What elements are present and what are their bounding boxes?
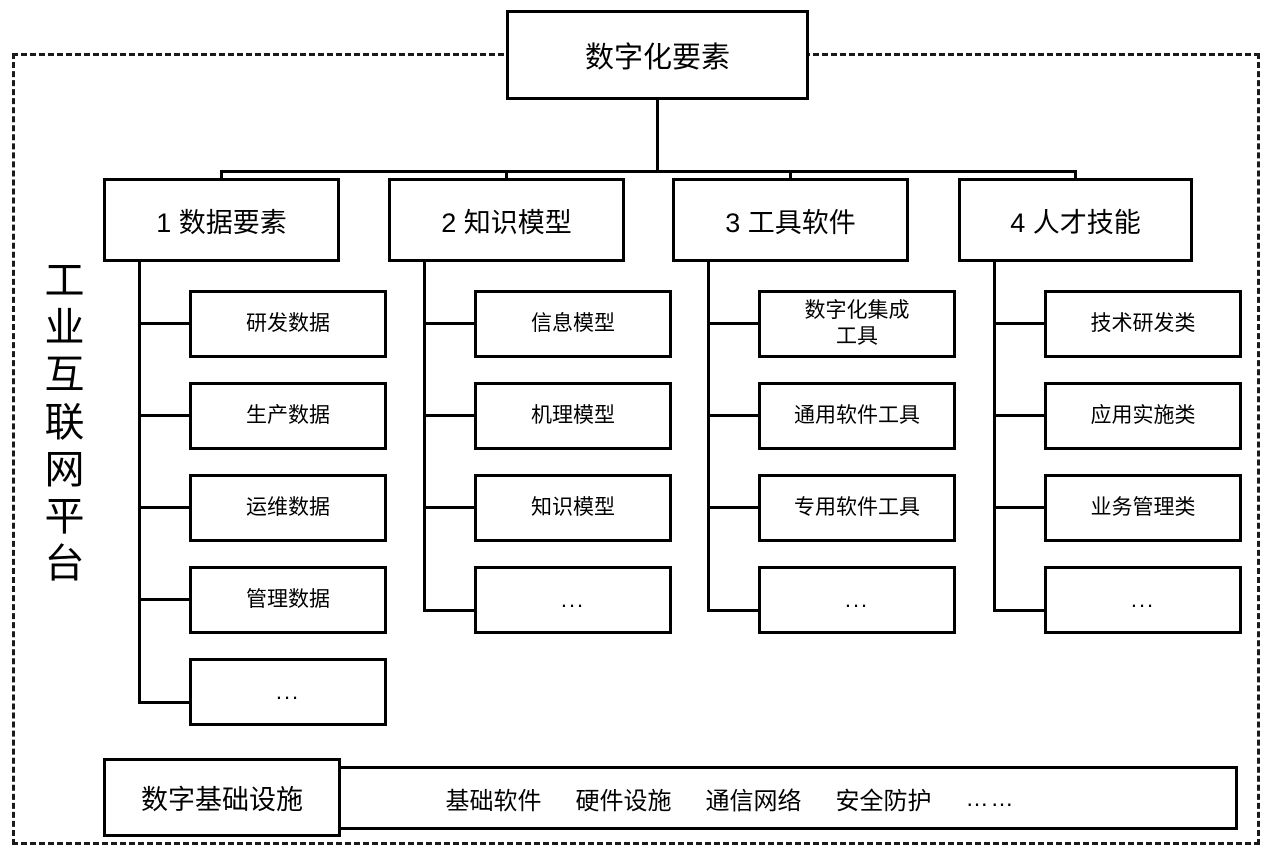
connector-category-bus [220, 170, 1076, 173]
connector-category-4-branch-3 [993, 506, 1047, 509]
connector-root-stem [656, 100, 659, 170]
category-1-label: 1 数据要素 [156, 207, 287, 238]
leaf-node-2-1[interactable]: 信息模型 [474, 290, 672, 358]
leaf-node-2-2[interactable]: 机理模型 [474, 382, 672, 450]
leaf-node-1-1[interactable]: 研发数据 [189, 290, 387, 358]
leaf-node-3-3[interactable]: 专用软件工具 [758, 474, 956, 542]
leaf-node-4-4[interactable]: ... [1044, 566, 1242, 634]
infrastructure-label-box[interactable]: 数字基础设施 [103, 758, 341, 837]
platform-side-label: 工 业 互 联 网 平 台 [44, 259, 86, 587]
leaf-node-4-4-label: ... [1130, 587, 1156, 613]
category-4-label: 4 人才技能 [1010, 207, 1141, 238]
leaf-node-1-3-label: 运维数据 [246, 495, 330, 519]
leaf-node-2-3[interactable]: 知识模型 [474, 474, 672, 542]
connector-category-3-branch-4 [707, 609, 761, 612]
connector-category-2-branch-4 [423, 609, 477, 612]
connector-category-4-branch-1 [993, 322, 1047, 325]
leaf-node-3-1-label: 数字化集成 工具 [804, 298, 910, 348]
connector-category-2-spine [423, 262, 426, 612]
leaf-node-1-3[interactable]: 运维数据 [189, 474, 387, 542]
connector-category-1-spine [138, 262, 141, 704]
connector-category-1-branch-5 [138, 701, 192, 704]
leaf-node-4-1[interactable]: 技术研发类 [1044, 290, 1242, 358]
category-node-1[interactable]: 1 数据要素 [103, 178, 340, 262]
connector-category-4-branch-2 [993, 414, 1047, 417]
leaf-node-4-1-label: 技术研发类 [1090, 311, 1196, 335]
leaf-node-1-5[interactable]: ... [189, 658, 387, 726]
category-node-3[interactable]: 3 工具软件 [672, 178, 909, 262]
leaf-node-3-2-label: 通用软件工具 [794, 403, 920, 427]
leaf-node-2-1-label: 信息模型 [531, 311, 615, 335]
connector-category-2-branch-2 [423, 414, 477, 417]
connector-bus-to-category-3 [789, 170, 792, 181]
leaf-node-2-3-label: 知识模型 [531, 495, 615, 519]
leaf-node-2-2-label: 机理模型 [531, 403, 615, 427]
infrastructure-item-3[interactable]: 通信网络 [705, 787, 802, 815]
leaf-node-1-2-label: 生产数据 [246, 403, 330, 427]
category-2-label: 2 知识模型 [441, 207, 572, 238]
infrastructure-item-1[interactable]: 基础软件 [445, 787, 542, 815]
connector-category-3-branch-1 [707, 322, 761, 325]
connector-category-4-spine [993, 262, 996, 612]
category-3-label: 3 工具软件 [725, 207, 856, 238]
category-node-2[interactable]: 2 知识模型 [388, 178, 625, 262]
infrastructure-item-4[interactable]: 安全防护 [835, 787, 932, 815]
infrastructure-item-5: …… [965, 784, 1016, 811]
leaf-node-3-2[interactable]: 通用软件工具 [758, 382, 956, 450]
category-node-4[interactable]: 4 人才技能 [958, 178, 1193, 262]
connector-category-1-branch-1 [138, 322, 192, 325]
root-node-digital-elements[interactable]: 数字化要素 [506, 10, 809, 100]
connector-category-3-branch-2 [707, 414, 761, 417]
leaf-node-3-4[interactable]: ... [758, 566, 956, 634]
infrastructure-item-list: 基础软件 硬件设施 通信网络 安全防护 …… [326, 781, 1016, 816]
leaf-node-4-2[interactable]: 应用实施类 [1044, 382, 1242, 450]
leaf-node-4-3[interactable]: 业务管理类 [1044, 474, 1242, 542]
connector-category-2-branch-1 [423, 322, 477, 325]
leaf-node-2-4[interactable]: ... [474, 566, 672, 634]
connector-category-3-branch-3 [707, 506, 761, 509]
root-node-label: 数字化要素 [584, 42, 730, 74]
leaf-node-1-5-label: ... [275, 679, 301, 705]
infrastructure-item-2[interactable]: 硬件设施 [575, 787, 672, 815]
leaf-node-4-3-label: 业务管理类 [1090, 495, 1196, 519]
leaf-node-3-1[interactable]: 数字化集成 工具 [758, 290, 956, 358]
leaf-node-1-4[interactable]: 管理数据 [189, 566, 387, 634]
leaf-node-1-1-label: 研发数据 [246, 311, 330, 335]
connector-category-4-branch-4 [993, 609, 1047, 612]
leaf-node-3-3-label: 专用软件工具 [794, 495, 920, 519]
connector-category-1-branch-2 [138, 414, 192, 417]
leaf-node-1-4-label: 管理数据 [246, 587, 330, 611]
leaf-node-2-4-label: ... [560, 587, 586, 613]
leaf-node-3-4-label: ... [844, 587, 870, 613]
connector-category-3-spine [707, 262, 710, 612]
connector-bus-to-category-1 [220, 170, 223, 181]
leaf-node-1-2[interactable]: 生产数据 [189, 382, 387, 450]
connector-category-1-branch-3 [138, 506, 192, 509]
connector-bus-to-category-4 [1074, 170, 1077, 181]
infrastructure-label: 数字基础设施 [141, 785, 303, 815]
connector-category-2-branch-3 [423, 506, 477, 509]
leaf-node-4-2-label: 应用实施类 [1090, 403, 1196, 427]
connector-category-1-branch-4 [138, 598, 192, 601]
connector-bus-to-category-2 [505, 170, 508, 181]
